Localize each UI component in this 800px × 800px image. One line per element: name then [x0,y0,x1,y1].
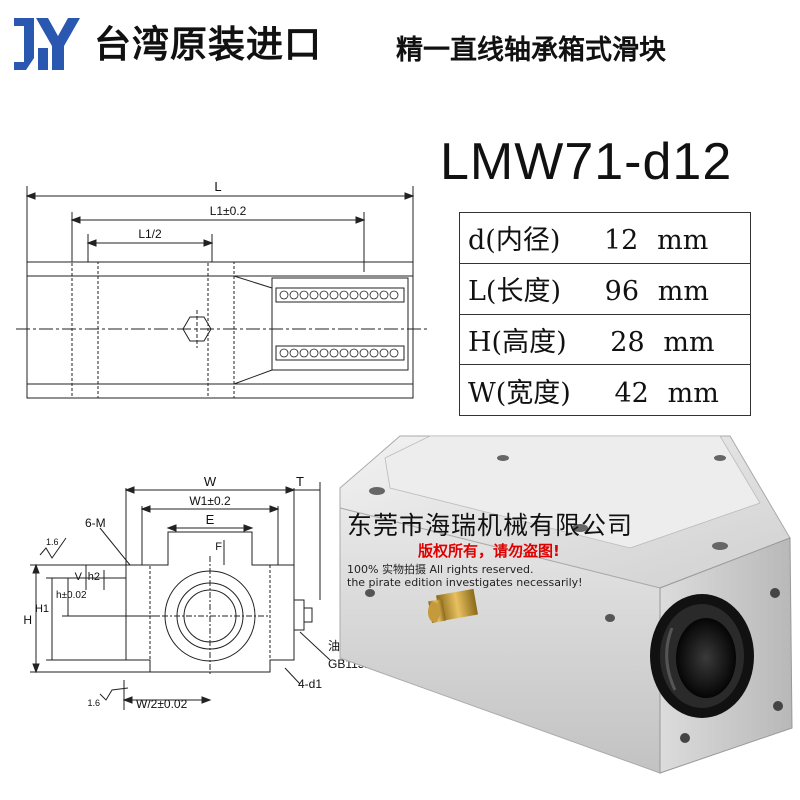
spec-row-h: H(高度) 28 mm [459,313,751,366]
spec-row-w: W(宽度) 42 mm [459,364,751,416]
dim-W: W [204,474,217,489]
watermark-company: 东莞市海瑞机械有限公司 [347,511,634,540]
spec-unit: mm [657,225,709,257]
spec-value: 96 [604,276,639,308]
spec-value: 42 [614,377,649,409]
watermark-line2: the pirate edition investigates necessar… [347,576,583,589]
spec-label: d(内径) [468,225,561,257]
dim-H: H [23,613,32,627]
spec-label: H(高度) [468,326,567,358]
watermark-line1: 100% 实物拍摄 All rights reserved. [347,563,534,576]
dim-H1: H1 [35,603,49,615]
label-4d1: 4-d1 [298,677,322,691]
spec-unit: mm [657,276,709,308]
dim-W2: W/2±0.02 [136,697,188,711]
dim-T: T [296,474,304,489]
title-main: 台湾原装进口 [94,23,322,66]
dim-W1: W1±0.2 [189,494,231,508]
dim-h: h±0.02 [56,590,87,601]
linear-bearing-block-photo [339,435,793,774]
spec-table: d(内径) 12 mm L(长度) 96 mm H(高度) 28 mm W(宽度) 42 mm [459,212,751,416]
spec-label: W(宽度) [468,377,571,409]
model-number: LMW71-d12 [440,133,733,191]
watermark-copyright: 版权所有，请勿盗图! [418,542,560,560]
roughness-top: 1.6 [46,537,59,547]
dim-h2: h2 [88,571,100,583]
dim-L: L [214,179,221,194]
spec-value: 28 [610,326,645,358]
dim-L1: L1±0.2 [210,204,247,218]
jy-logo-icon [14,18,80,70]
dim-L1-half: L1/2 [138,227,162,241]
header-bar: 台湾原装进口 精一直线轴承箱式滑块 [0,0,800,82]
spec-label: L(长度) [468,276,561,308]
label-6M: 6-M [85,516,106,530]
spec-unit: mm [663,326,715,358]
spec-row-l: L(长度) 96 mm [459,262,751,315]
roughness-bottom: 1.6 [87,698,100,708]
dim-V: V [75,571,83,583]
top-view-drawing: L L1±0.2 L1/2 [16,179,428,399]
dim-E: E [206,512,215,527]
spec-value: 12 [604,225,639,257]
title-sub: 精一直线轴承箱式滑块 [396,35,666,66]
spec-row-d: d(内径) 12 mm [459,212,751,264]
dim-F: F [215,541,222,553]
spec-unit: mm [667,377,719,409]
